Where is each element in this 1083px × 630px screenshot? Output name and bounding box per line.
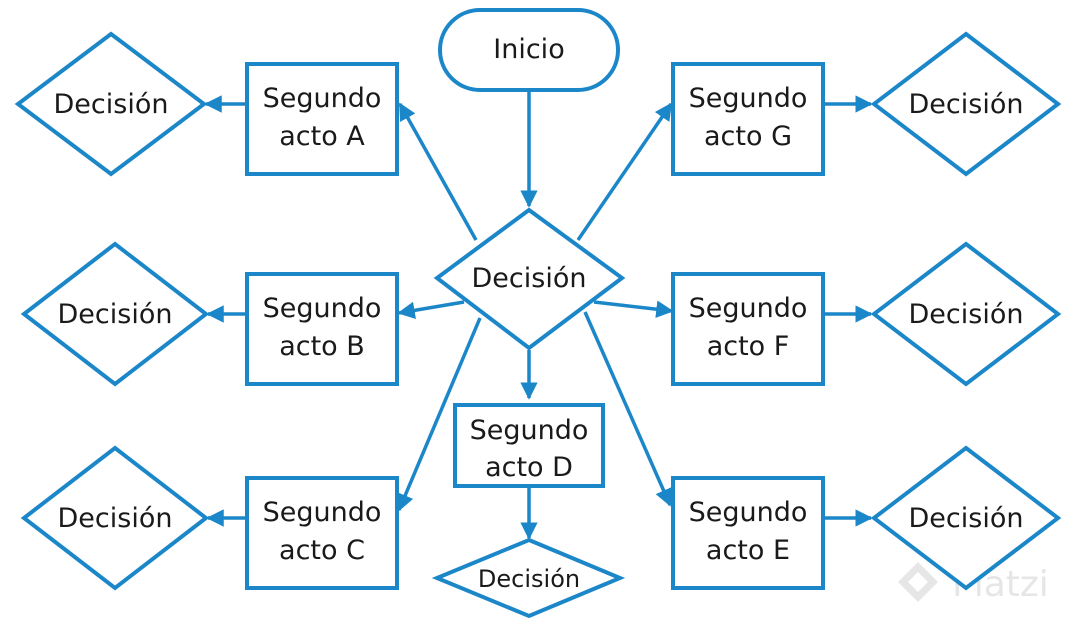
act-d-node: Segundo acto D bbox=[453, 403, 605, 488]
decision-d-node: Decisión bbox=[431, 537, 626, 619]
act-a-box bbox=[245, 62, 399, 176]
act-b-line1: Segundo bbox=[263, 293, 382, 324]
decision-c-label: Decisión bbox=[58, 503, 173, 534]
decision-g-node: Decisión bbox=[870, 31, 1062, 177]
start-node: Inicio bbox=[438, 8, 620, 92]
decision-b-label: Decisión bbox=[58, 299, 173, 330]
act-e-line1: Segundo bbox=[689, 497, 808, 528]
act-d-line1: Segundo bbox=[470, 415, 589, 446]
act-e-line2: acto E bbox=[706, 535, 790, 566]
act-g-box bbox=[671, 62, 825, 176]
act-b-box bbox=[245, 272, 399, 386]
act-c-line2: acto C bbox=[279, 535, 365, 566]
act-f-line2: acto F bbox=[707, 331, 790, 362]
center-decision-label: Decisión bbox=[472, 263, 587, 294]
edge-decision-to-act-g bbox=[576, 102, 673, 241]
center-decision-node: Decisión bbox=[433, 207, 626, 351]
edge-decision-to-act-f bbox=[593, 300, 674, 318]
act-e-node: Segundo acto E bbox=[671, 476, 825, 590]
act-c-box bbox=[245, 476, 399, 590]
act-c-node: Segundo acto C bbox=[245, 476, 399, 590]
act-g-line1: Segundo bbox=[689, 83, 808, 114]
center-decision-diamond bbox=[433, 207, 626, 351]
decision-e-label: Decisión bbox=[909, 503, 1024, 534]
edge-decision-to-act-b bbox=[397, 300, 465, 319]
act-a-node: Segundo acto A bbox=[245, 62, 399, 176]
act-d-line2: acto D bbox=[485, 452, 573, 483]
decision-e-diamond bbox=[870, 445, 1062, 591]
start-terminator-shape bbox=[438, 8, 620, 92]
act-a-line1: Segundo bbox=[263, 83, 382, 114]
decision-g-diamond bbox=[870, 31, 1062, 177]
decision-a-node: Decisión bbox=[14, 31, 208, 177]
decision-a-diamond bbox=[14, 31, 208, 177]
decision-f-node: Decisión bbox=[870, 241, 1062, 387]
decision-e-node: Decisión bbox=[870, 445, 1062, 591]
act-f-box bbox=[671, 272, 825, 386]
edge-decision-to-act-e bbox=[583, 311, 672, 507]
start-label: Inicio bbox=[493, 34, 564, 65]
decision-g-label: Decisión bbox=[909, 89, 1024, 120]
decision-d-diamond bbox=[431, 537, 626, 619]
decision-a-label: Decisión bbox=[54, 89, 169, 120]
act-b-node: Segundo acto B bbox=[245, 272, 399, 386]
act-a-line2: acto A bbox=[279, 121, 365, 152]
act-c-line1: Segundo bbox=[263, 497, 382, 528]
act-g-line2: acto G bbox=[704, 121, 792, 152]
decision-c-node: Decisión bbox=[20, 445, 210, 591]
decision-b-node: Decisión bbox=[20, 241, 210, 387]
act-f-node: Segundo acto F bbox=[671, 272, 825, 386]
decision-d-label: Decisión bbox=[478, 565, 580, 593]
decision-c-diamond bbox=[20, 445, 210, 591]
edges bbox=[204, 90, 873, 540]
edge-decision-to-act-c bbox=[397, 317, 482, 512]
platzi-logo-icon bbox=[898, 562, 938, 602]
act-d-box bbox=[453, 403, 605, 488]
act-b-line2: acto B bbox=[279, 331, 365, 362]
act-f-line1: Segundo bbox=[689, 293, 808, 324]
act-e-box bbox=[671, 476, 825, 590]
decision-f-diamond bbox=[870, 241, 1062, 387]
act-g-node: Segundo acto G bbox=[671, 62, 825, 176]
edge-decision-to-act-a bbox=[398, 102, 478, 241]
decision-b-diamond bbox=[20, 241, 210, 387]
decision-f-label: Decisión bbox=[909, 299, 1024, 330]
